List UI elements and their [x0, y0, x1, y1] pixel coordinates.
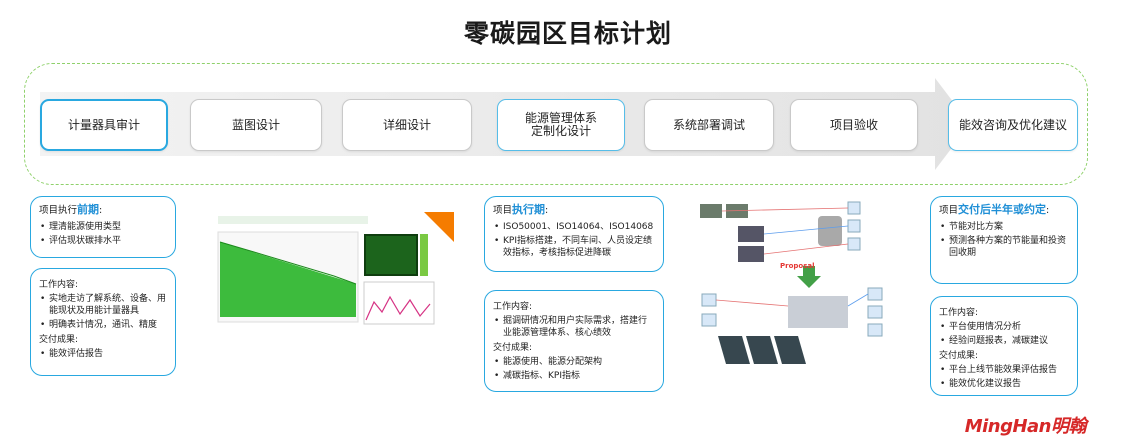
company-logo: MingHan明翰 — [964, 416, 1087, 437]
step-label: 系统部署调试 — [672, 117, 745, 132]
svg-text:Proposal: Proposal — [780, 262, 815, 270]
card-heading: 项目交付后半年或约定: — [939, 203, 1050, 217]
step-acceptance[interactable]: 项目验收 — [790, 99, 918, 151]
list-item: 明确表计情况，通讯、精度 — [39, 319, 167, 331]
list-item: 减碳指标、KPI指标 — [493, 370, 655, 382]
list-item: 能效评估报告 — [39, 348, 167, 360]
card-heading: 项目执行期: — [493, 203, 549, 217]
card-after-delivery: 项目交付后半年或约定: 节能对比方案 预测各种方案的节能量和投资回收期 — [930, 196, 1078, 284]
hvac-system-diagram: Proposal — [700, 201, 883, 364]
card-early-work: 工作内容: 实地走访了解系统、设备、用能现状及用能计量器具 明确表计情况，通讯、… — [30, 268, 176, 376]
list-item: 平台上线节能效果评估报告 — [939, 364, 1069, 376]
card-exec-work: 工作内容: 掘调研情况和用户实际需求，搭建行业能源管理体系、核心绩效 交付成果:… — [484, 290, 664, 392]
step-meter-audit[interactable]: 计量器具审计 — [40, 99, 168, 151]
list-item: 评估现状碳排水平 — [39, 235, 167, 247]
step-label: 项目验收 — [829, 117, 878, 132]
process-frame — [24, 63, 1088, 185]
step-label: 计量器具审计 — [67, 117, 140, 132]
list-item: 能源使用、能源分配架构 — [493, 356, 655, 368]
card-exec-phase: 项目执行期: ISO50001、ISO14064、ISO14068 KPI指标搭… — [484, 196, 664, 272]
list-item: 预测各种方案的节能量和投资回收期 — [939, 235, 1069, 259]
step-detailed-design[interactable]: 详细设计 — [342, 99, 472, 151]
list-item: 平台使用情况分析 — [939, 321, 1069, 333]
step-consulting[interactable]: 能效咨询及优化建议 — [948, 99, 1078, 151]
step-deployment[interactable]: 系统部署调试 — [644, 99, 774, 151]
list-item: 掘调研情况和用户实际需求，搭建行业能源管理体系、核心绩效 — [493, 315, 655, 339]
card-heading: 项目执行前期: — [39, 203, 103, 217]
card-after-work: 工作内容: 平台使用情况分析 经验问题报表，减碳建议 交付成果: 平台上线节能效… — [930, 296, 1078, 396]
card-early-phase: 项目执行前期: 理清能源使用类型 评估现状碳排水平 — [30, 196, 176, 258]
step-label: 蓝图设计 — [231, 117, 280, 132]
step-ems-design[interactable]: 能源管理体系 定制化设计 — [497, 99, 625, 151]
step-label: 能效咨询及优化建议 — [958, 117, 1067, 132]
list-item: 节能对比方案 — [939, 221, 1069, 233]
step-blueprint-design[interactable]: 蓝图设计 — [190, 99, 322, 151]
page-title: 零碳园区目标计划 — [463, 19, 672, 48]
list-item: 能效优化建议报告 — [939, 378, 1069, 390]
list-item: ISO50001、ISO14064、ISO14068 — [493, 221, 655, 233]
step-label: 能源管理体系 定制化设计 — [524, 111, 597, 138]
list-item: 经验问题报表，减碳建议 — [939, 335, 1069, 347]
dashboard-thumbnail — [214, 212, 454, 340]
list-item: 理清能源使用类型 — [39, 221, 167, 233]
list-item: KPI指标搭建，不同车间、人员设定绩效指标，考核指标促进降碳 — [493, 235, 655, 259]
step-label: 详细设计 — [382, 117, 431, 132]
list-item: 实地走访了解系统、设备、用能现状及用能计量器具 — [39, 293, 167, 317]
